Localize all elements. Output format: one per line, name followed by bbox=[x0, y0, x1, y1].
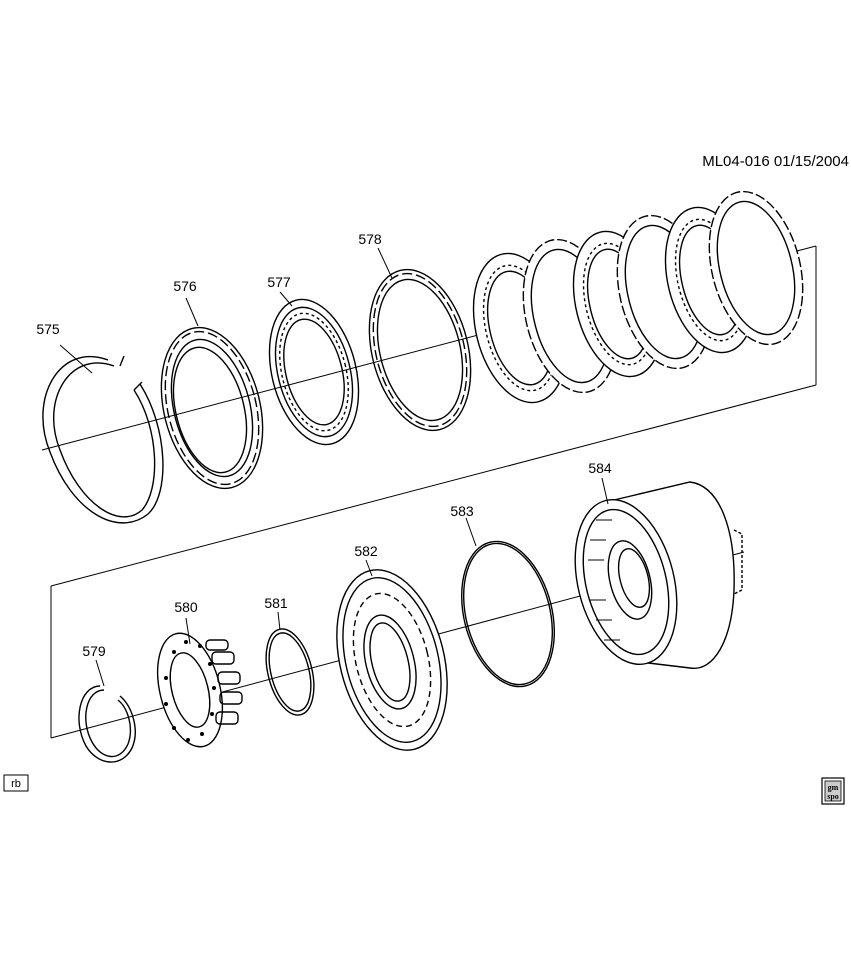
spring-assembly-580 bbox=[156, 617, 243, 748]
outer-seal-583 bbox=[461, 517, 555, 688]
logo-text-gm: gm bbox=[828, 783, 839, 792]
clutch-housing-584 bbox=[574, 477, 743, 669]
friction-plate-577 bbox=[268, 291, 360, 446]
backing-plate-576 bbox=[160, 297, 264, 490]
label-575: 575 bbox=[36, 321, 60, 337]
piston-582 bbox=[336, 559, 448, 751]
retaining-ring-579 bbox=[78, 659, 136, 763]
clutch-plate-stack bbox=[472, 190, 804, 404]
gm-spo-logo: gm spo bbox=[821, 777, 845, 805]
label-583: 583 bbox=[450, 503, 474, 519]
label-581: 581 bbox=[264, 595, 288, 611]
label-578: 578 bbox=[358, 231, 382, 247]
snap-ring-575 bbox=[42, 344, 164, 524]
label-582: 582 bbox=[354, 543, 378, 559]
rb-badge-text: rb bbox=[11, 778, 21, 790]
inner-seal-581 bbox=[265, 611, 315, 716]
rb-badge: rb bbox=[3, 774, 29, 792]
label-580: 580 bbox=[174, 599, 198, 615]
label-584: 584 bbox=[588, 460, 612, 476]
label-577: 577 bbox=[267, 274, 291, 290]
steel-plate-578 bbox=[368, 247, 472, 432]
logo-text-spo: spo bbox=[827, 792, 839, 801]
label-576: 576 bbox=[173, 278, 197, 294]
drawing-code: ML04-016 01/15/2004 bbox=[702, 153, 849, 170]
label-579: 579 bbox=[82, 643, 106, 659]
